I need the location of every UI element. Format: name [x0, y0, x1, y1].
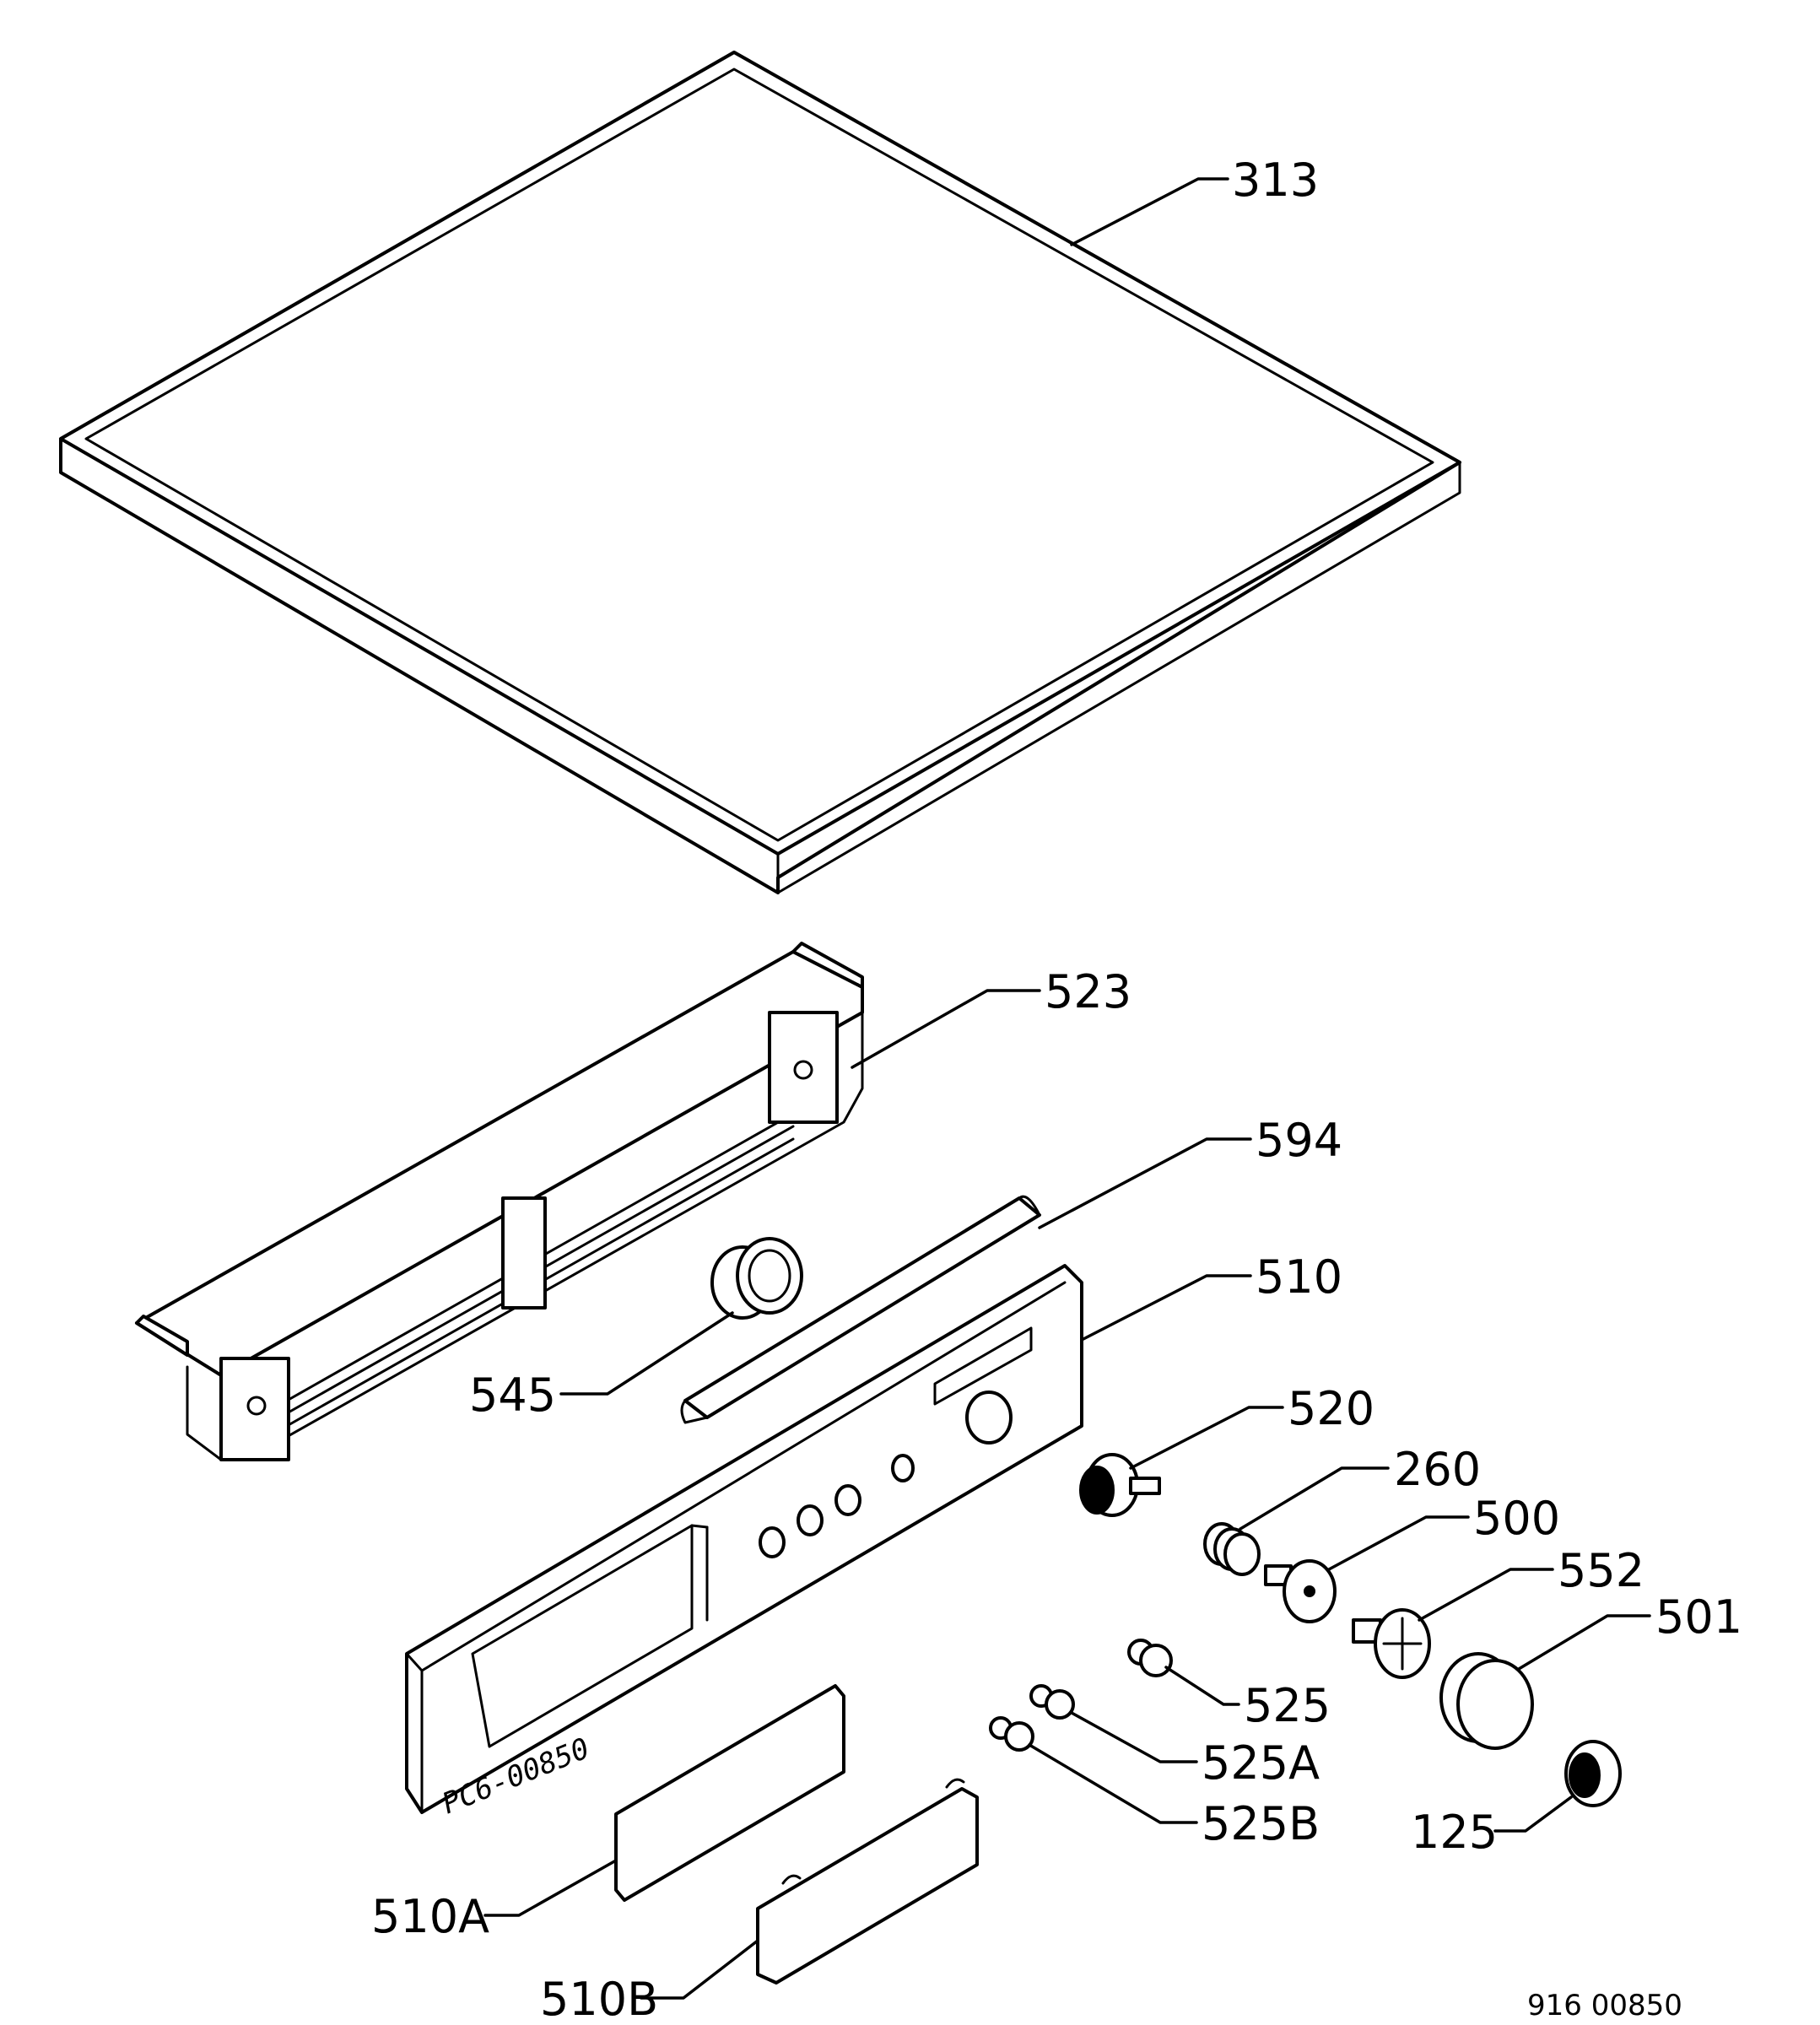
knob-501-part [1439, 1652, 1534, 1750]
label-313: 313 [1232, 154, 1319, 207]
trim-strip-part [680, 1195, 1041, 1424]
part-labels: 313 523 594 510 545 520 260 500 552 501 … [371, 154, 1742, 2025]
leader-500 [1327, 1515, 1470, 1571]
label-501: 501 [1655, 1590, 1742, 1644]
label-552: 552 [1558, 1544, 1644, 1597]
leader-313 [1070, 177, 1229, 246]
hub-500-part [1264, 1559, 1337, 1623]
label-260: 260 [1394, 1443, 1481, 1496]
label-500: 500 [1473, 1492, 1560, 1545]
leader-lines [483, 177, 1651, 2000]
label-520: 520 [1288, 1382, 1374, 1435]
leader-545 [559, 1311, 734, 1396]
label-510: 510 [1256, 1250, 1342, 1304]
leader-594 [1038, 1137, 1252, 1229]
label-125: 125 [1411, 1806, 1498, 1859]
cover-510a-part [614, 1684, 845, 1902]
label-510b: 510B [540, 1973, 658, 2025]
leader-525a [1070, 1711, 1198, 1763]
top-lid-part [59, 51, 1461, 894]
leader-125 [1493, 1796, 1573, 1833]
leader-510 [1080, 1274, 1252, 1342]
label-594: 594 [1256, 1114, 1342, 1167]
figure-code: 916 00850 [1527, 1989, 1682, 2022]
leader-510a [483, 1859, 618, 1917]
spring-part [1203, 1522, 1261, 1576]
knob-insert-part [1352, 1608, 1431, 1679]
label-545: 545 [469, 1369, 556, 1422]
plunger-525-part [1127, 1639, 1173, 1677]
ring-part [710, 1237, 803, 1320]
plunger-525a-part [1029, 1684, 1075, 1720]
leader-520 [1129, 1406, 1284, 1470]
leader-501 [1517, 1614, 1651, 1671]
label-525a: 525A [1202, 1736, 1320, 1790]
leader-523 [851, 989, 1041, 1069]
label-523: 523 [1045, 965, 1131, 1018]
leader-525b [1028, 1743, 1198, 1824]
label-525: 525 [1244, 1679, 1331, 1732]
leader-260 [1239, 1466, 1390, 1531]
leader-525 [1164, 1666, 1240, 1706]
switch-520-part [1079, 1453, 1161, 1517]
cover-510b-part [756, 1778, 979, 1984]
leader-552 [1418, 1568, 1554, 1622]
control-frame-part [135, 942, 864, 1461]
plunger-525b-part [989, 1716, 1034, 1752]
label-510a: 510A [371, 1890, 489, 1943]
leader-510b [640, 1939, 759, 2000]
label-525b: 525B [1202, 1797, 1320, 1850]
knob-ring-part [1564, 1740, 1622, 1807]
